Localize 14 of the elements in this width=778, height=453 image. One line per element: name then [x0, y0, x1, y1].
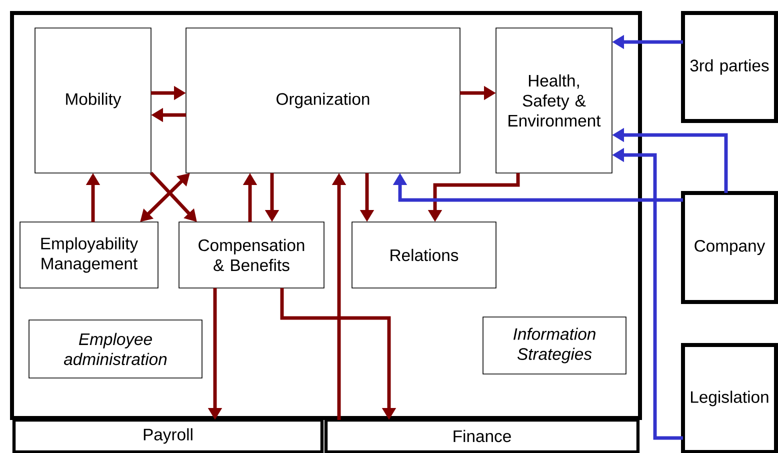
process-box: Employability Management	[20, 222, 158, 288]
external-box: 3rd parties	[681, 11, 778, 123]
process-box: Organization	[186, 28, 460, 174]
external-box: Legislation	[681, 343, 778, 453]
system-box: Finance	[324, 418, 640, 453]
process-box: Relations	[352, 222, 496, 288]
process-box: Information Strategies	[482, 316, 626, 374]
process-box: Mobility	[34, 28, 152, 174]
system-box: Payroll	[12, 418, 324, 453]
frame-box	[10, 11, 642, 420]
external-box: Company	[681, 191, 778, 304]
process-box: Health, Safety & Environment	[496, 28, 612, 174]
process-box: Employee administration	[28, 320, 202, 378]
process-box: Compensation & Benefits	[178, 222, 324, 288]
